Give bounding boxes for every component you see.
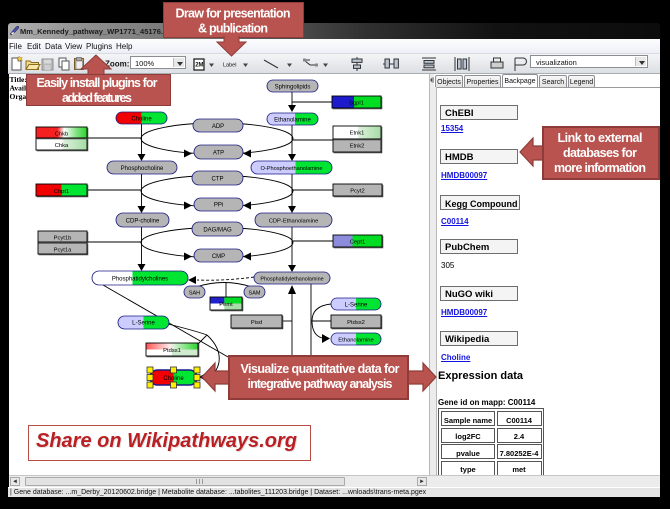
svg-text:Chka: Chka: [55, 143, 69, 149]
svg-text:integrative pathway analysis: integrative pathway analysis: [248, 377, 393, 391]
svg-text:CDP-choline: CDP-choline: [126, 219, 160, 225]
svg-text:Link to external: Link to external: [558, 131, 643, 145]
svg-text:Pisd: Pisd: [251, 320, 262, 326]
svg-text:Ptdss2: Ptdss2: [347, 320, 365, 326]
svg-text:Phosphocholine: Phosphocholine: [121, 166, 164, 172]
svg-text:Ptdss1: Ptdss1: [163, 348, 181, 354]
svg-text:Chpt1: Chpt1: [54, 189, 69, 195]
svg-text:Ethanolamine: Ethanolamine: [274, 118, 311, 124]
svg-text:L-Serine: L-Serine: [345, 303, 368, 309]
svg-text:L-Serine: L-Serine: [132, 321, 155, 327]
svg-text:Cept1: Cept1: [350, 240, 365, 246]
svg-text:Choline: Choline: [163, 376, 184, 382]
svg-text:Phosphatidylcholines: Phosphatidylcholines: [112, 277, 168, 283]
svg-text:Sgpl1: Sgpl1: [349, 101, 364, 107]
svg-text:Etnk2: Etnk2: [350, 144, 365, 150]
svg-text:Choline: Choline: [131, 117, 152, 123]
svg-text:& publication: & publication: [198, 22, 268, 36]
svg-text:Label: Label: [223, 63, 236, 69]
svg-text:Draw for presentation: Draw for presentation: [176, 7, 291, 21]
svg-text:SAM: SAM: [249, 291, 261, 297]
svg-text:Chkb: Chkb: [55, 132, 69, 138]
svg-text:Etnk1: Etnk1: [350, 131, 365, 137]
svg-text:more information: more information: [554, 161, 646, 175]
svg-text:Visualize quantitative data f: Visualize quantitative data for: [241, 362, 400, 376]
svg-text:Organis: Organis: [10, 92, 36, 101]
svg-text:ADP: ADP: [212, 124, 224, 130]
svg-text:Pcyt2: Pcyt2: [350, 189, 365, 195]
svg-text:ATP: ATP: [213, 151, 224, 157]
svg-text:PPi: PPi: [214, 203, 223, 209]
svg-text:Sphingolipids: Sphingolipids: [275, 85, 311, 91]
svg-text:O-Phosphoethanolamine: O-Phosphoethanolamine: [261, 166, 323, 172]
svg-text:CDP-Ethanolamine: CDP-Ethanolamine: [269, 219, 319, 225]
svg-text:Easily install plugins for: Easily install plugins for: [37, 76, 158, 90]
svg-text:Pemt: Pemt: [219, 302, 233, 308]
svg-text:2M: 2M: [195, 63, 203, 69]
svg-text:added features: added features: [62, 91, 132, 105]
svg-text:Zoom:: Zoom:: [105, 60, 129, 69]
svg-text:Ethanolamine: Ethanolamine: [338, 338, 373, 344]
svg-text:Pcyt1b: Pcyt1b: [54, 236, 72, 242]
svg-text:Phosphatidylethanolamine: Phosphatidylethanolamine: [260, 277, 323, 283]
svg-text:CTP: CTP: [212, 177, 224, 183]
svg-text:CMP: CMP: [212, 254, 225, 260]
svg-text:Title:: Title:: [10, 75, 27, 84]
svg-text:Pcyt1a: Pcyt1a: [54, 248, 72, 254]
svg-text:DAG/MAG: DAG/MAG: [203, 228, 232, 234]
svg-text:databases for: databases for: [563, 146, 637, 160]
svg-text:Availab: Availab: [10, 84, 34, 93]
svg-text:SAH: SAH: [189, 291, 200, 297]
